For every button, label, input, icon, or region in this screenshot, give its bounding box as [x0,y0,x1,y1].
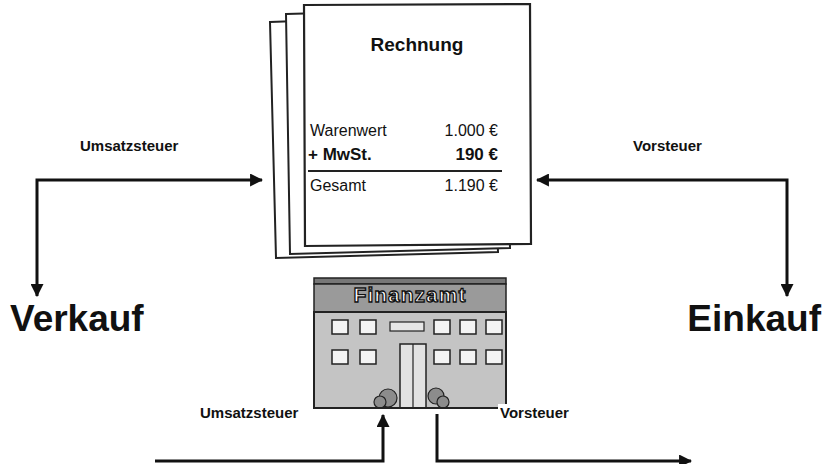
tax-type-label: Vorsteuer [498,404,571,422]
line-item-label: Warenwert [310,121,387,141]
tax-type-label: Vorsteuer [631,137,704,155]
total-amount: 1.190 € [445,176,498,196]
tax-type-label: Umsatzsteuer [78,137,180,155]
invoice-document: RechnungWarenwert 1.000 € + MwSt. 190 € Gesa… [262,2,537,260]
tax-flow-arrow [537,180,787,296]
line-item-amount: 1.000 € [445,121,498,141]
invoice-title: Rechnung [304,33,530,57]
sale-label-box: Verkauf [6,296,148,343]
tax-office-sign: Finanzamt [312,282,508,308]
purchase-label-box: Einkauf [683,296,825,343]
tax-flow-arrow [37,180,262,296]
tax-office: Finanzamt [312,276,508,412]
tax-type-label: Umsatzsteuer [198,404,300,422]
purchase-label: Einkauf [683,296,825,343]
sum-rule [308,170,502,172]
tax-amount: 190 € [455,144,498,165]
total-label: Gesamt [310,176,366,196]
tax-label: + MwSt. [308,144,372,165]
sale-label: Verkauf [6,296,148,343]
